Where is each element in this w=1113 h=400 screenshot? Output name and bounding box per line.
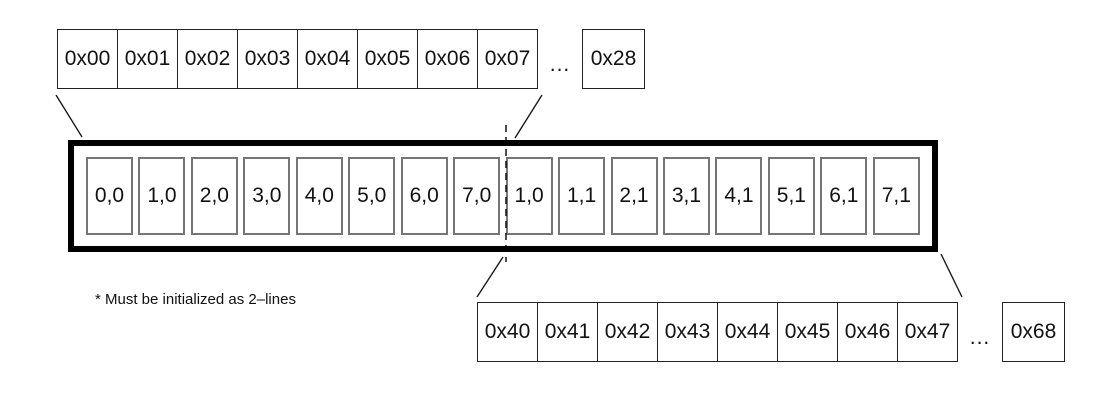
- connector-top-right-line: [514, 94, 543, 139]
- bottom-ellipsis: ...: [969, 326, 991, 349]
- buffer-cell: 1,0: [138, 157, 186, 235]
- top-ellipsis: ...: [549, 53, 571, 76]
- address-cell: 0x42: [597, 302, 658, 362]
- address-cell: 0x40: [477, 302, 538, 362]
- address-cell: 0x45: [777, 302, 838, 362]
- address-cell: 0x01: [117, 29, 178, 89]
- connector-top-left-line: [55, 94, 83, 138]
- buffer-cell: 7,1: [872, 157, 920, 235]
- buffer-cell: 1,1: [558, 157, 606, 235]
- buffer-cell: 4,0: [295, 157, 343, 235]
- connector-bottom-left-line: [476, 256, 504, 298]
- address-cell: 0x00: [57, 29, 118, 89]
- address-cell: 0x04: [297, 29, 358, 89]
- buffer-cell: 2,1: [610, 157, 658, 235]
- footnote-text: * Must be initialized as 2–lines: [95, 291, 296, 308]
- address-cell: 0x47: [897, 302, 958, 362]
- buffer-cell: 6,0: [400, 157, 448, 235]
- buffer-cell: 5,0: [348, 157, 396, 235]
- buffer-cell: 0,0: [86, 157, 133, 235]
- buffer-cell: 5,1: [767, 157, 815, 235]
- address-cell: 0x46: [837, 302, 898, 362]
- line-buffer-container: 0,0 1,0 2,0 3,0 4,0 5,0 6,0 7,0 1,0 1,1 …: [68, 140, 938, 252]
- address-cell: 0x43: [657, 302, 718, 362]
- buffer-cell: 1,0: [505, 157, 553, 235]
- buffer-cell: 2,0: [190, 157, 238, 235]
- address-cell: 0x06: [417, 29, 478, 89]
- buffer-cell: 3,0: [243, 157, 291, 235]
- buffer-cell: 4,1: [715, 157, 763, 235]
- connector-bottom-right-line: [940, 253, 963, 298]
- address-cell: 0x05: [357, 29, 418, 89]
- buffer-cell: 3,1: [662, 157, 710, 235]
- buffer-cell: 7,0: [453, 157, 501, 235]
- bottom-address-cells: 0x40 0x41 0x42 0x43 0x44 0x45 0x46 0x47: [477, 302, 958, 362]
- bottom-address-row: 0x40 0x41 0x42 0x43 0x44 0x45 0x46 0x47 …: [477, 302, 1065, 362]
- address-cell: 0x03: [237, 29, 298, 89]
- address-cell-last: 0x68: [1002, 302, 1065, 362]
- address-cell: 0x07: [477, 29, 538, 89]
- address-cell-last: 0x28: [582, 29, 645, 89]
- address-cell: 0x02: [177, 29, 238, 89]
- top-address-row: 0x00 0x01 0x02 0x03 0x04 0x05 0x06 0x07 …: [57, 29, 645, 89]
- top-address-cells: 0x00 0x01 0x02 0x03 0x04 0x05 0x06 0x07: [57, 29, 538, 89]
- buffer-cell: 6,1: [820, 157, 868, 235]
- address-cell: 0x41: [537, 302, 598, 362]
- address-cell: 0x44: [717, 302, 778, 362]
